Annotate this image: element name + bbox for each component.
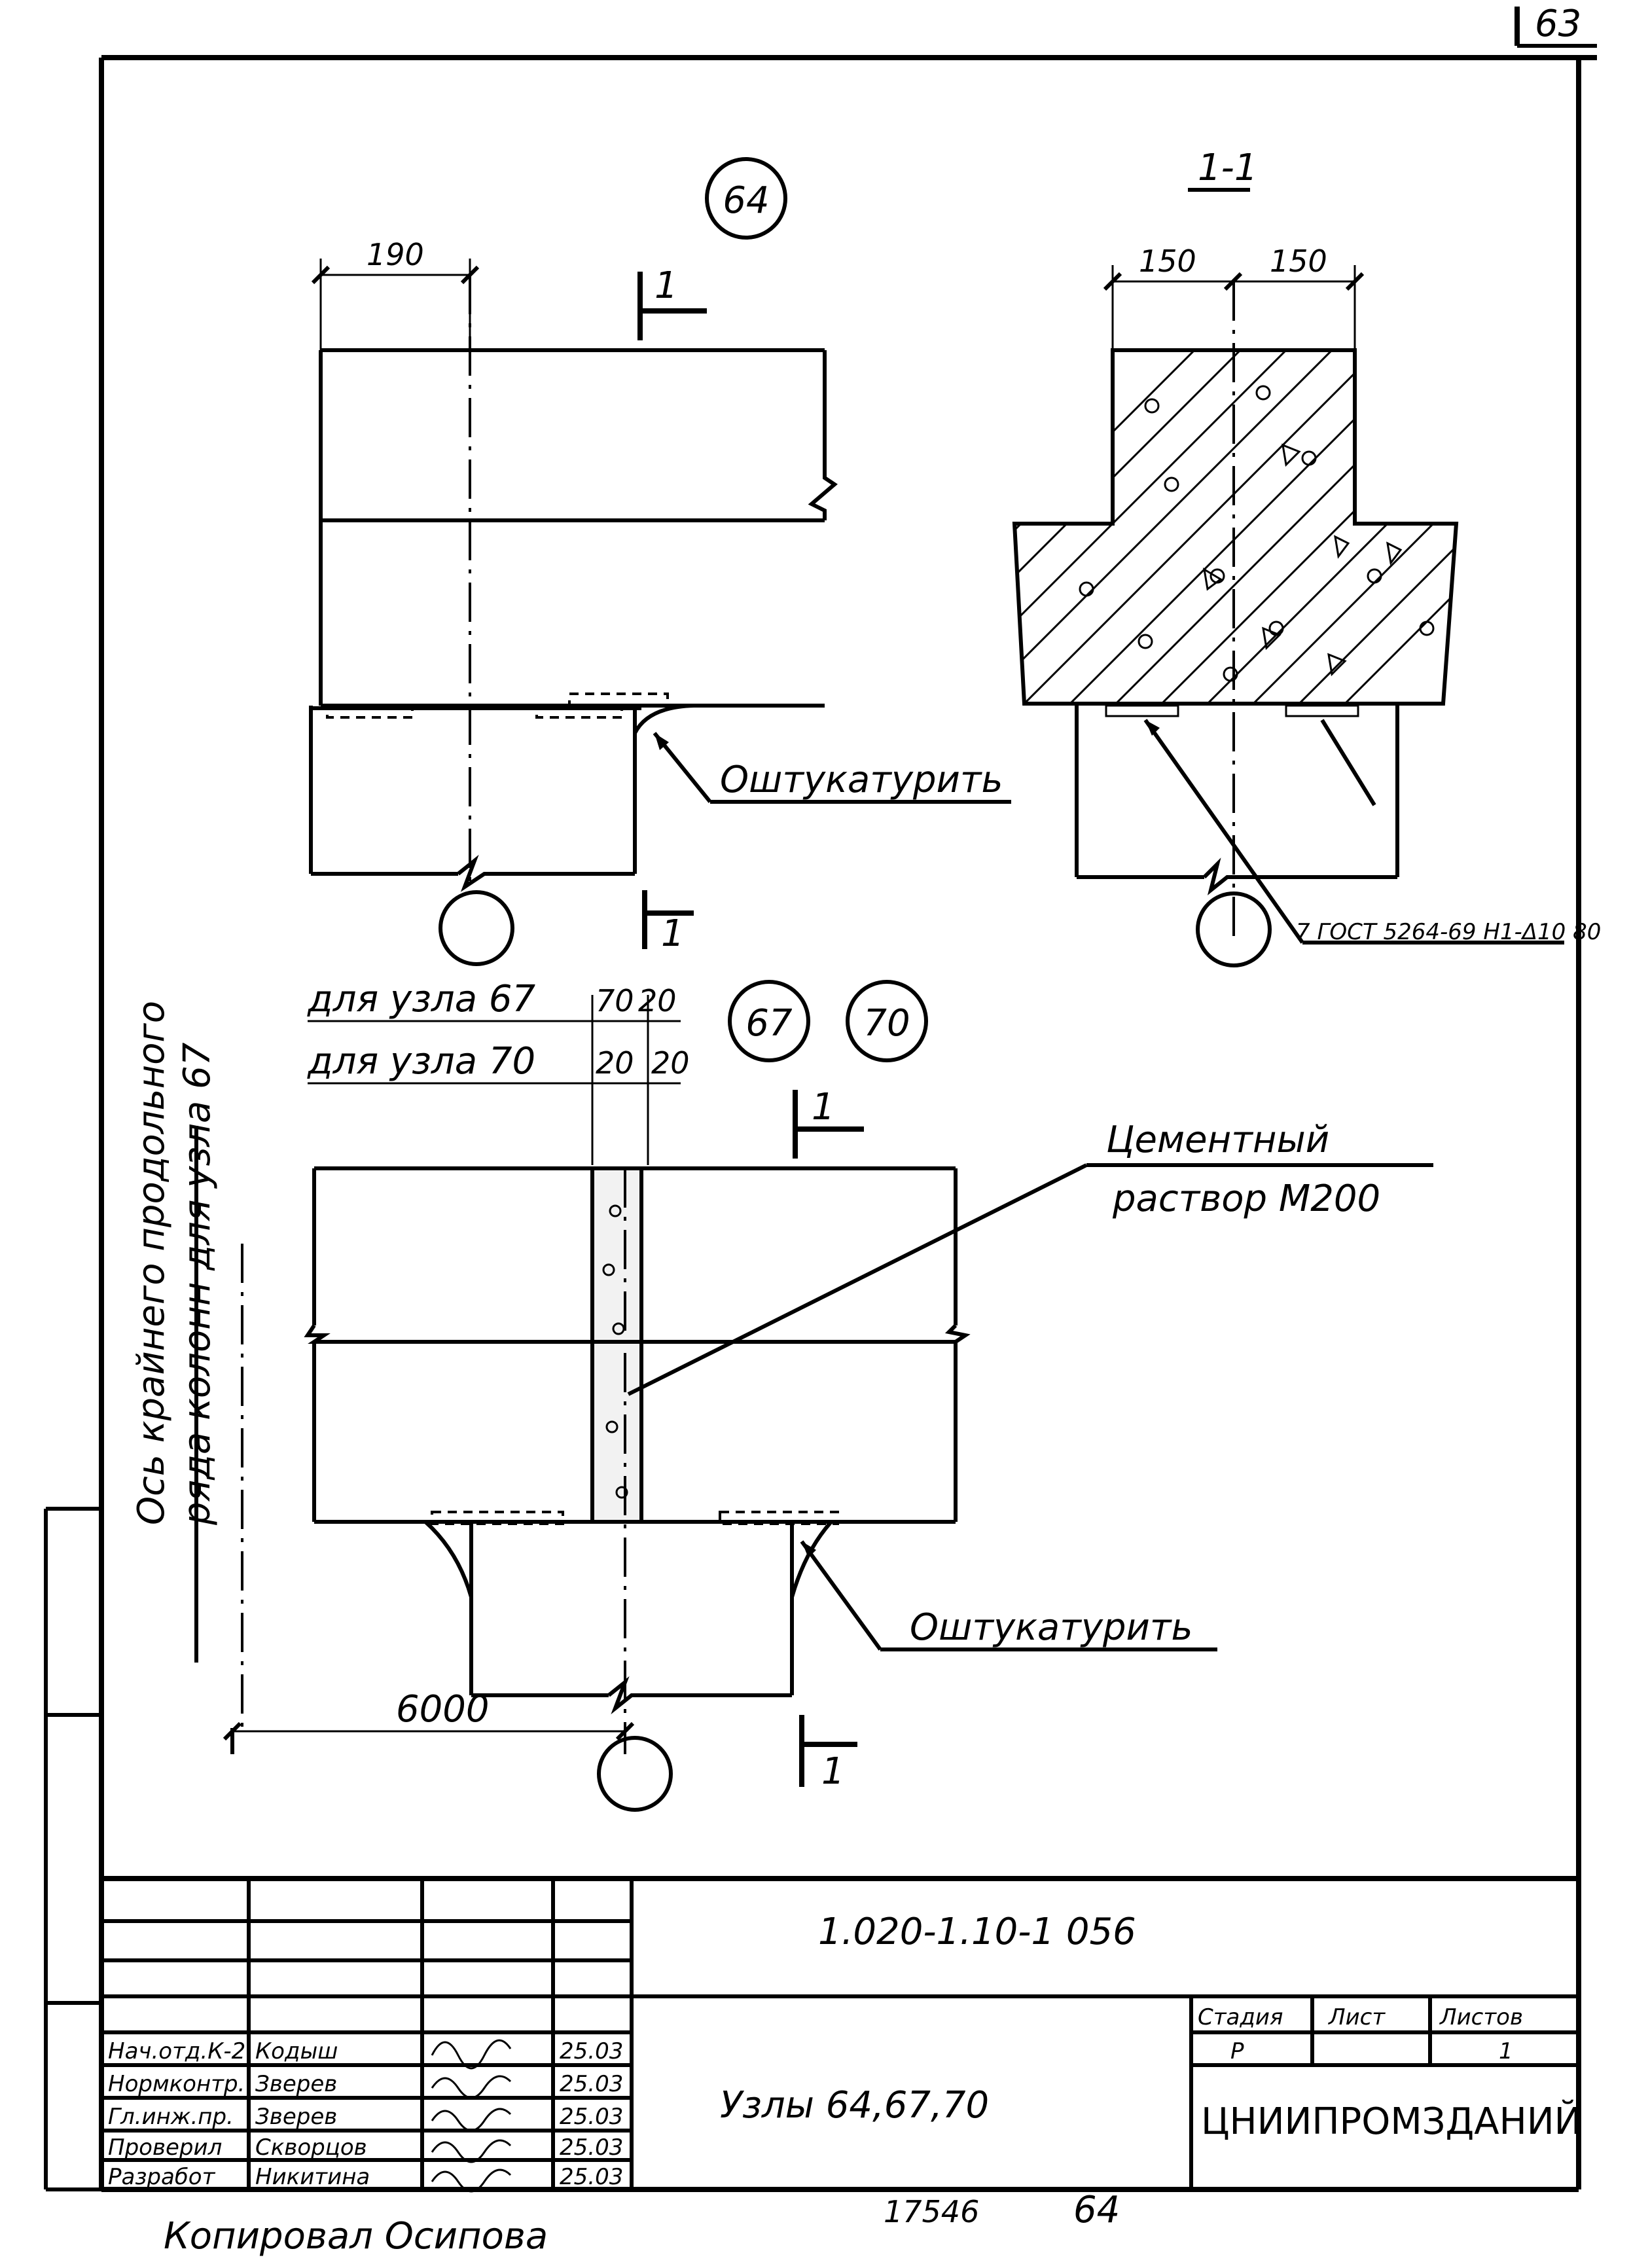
- node-marker-70: [846, 980, 928, 1062]
- dim-150-left: 150: [1139, 243, 1196, 279]
- dim-67-a: 70: [596, 983, 634, 1018]
- stage-value: Р: [1230, 2038, 1244, 2064]
- date-2: 25.03: [560, 2104, 623, 2130]
- axis-bubble-section: [1196, 891, 1272, 967]
- node-marker-67-label: 67: [745, 1002, 793, 1045]
- name-2: Зверев: [255, 2104, 337, 2130]
- weld-note: 7 ГОСТ 5264-69 Н1-Δ10 80: [1296, 919, 1601, 945]
- sheet-frame: 63: [44, 3, 1597, 2192]
- signature-0: [431, 2039, 512, 2070]
- axis-bubble-64: [439, 890, 514, 966]
- drawing-code: 1.020-1.10-1 056: [818, 1911, 1136, 1953]
- section-mark-bottom: 1: [661, 912, 685, 955]
- role-4: Разработ: [108, 2164, 216, 2190]
- node-marker-67: [728, 980, 810, 1062]
- date-0: 25.03: [560, 2038, 623, 2064]
- stage-header: Стадия: [1198, 2004, 1283, 2030]
- sheet-header: Лист: [1327, 2004, 1386, 2030]
- section-title: 1-1: [1198, 147, 1257, 189]
- dim-70-a: 20: [596, 1045, 634, 1081]
- signature-1: [431, 2075, 512, 2099]
- date-3: 25.03: [560, 2134, 623, 2161]
- name-0: Кодыш: [255, 2038, 338, 2064]
- callout-plaster-67: Оштукатурить: [910, 1606, 1193, 1649]
- label-for-node-67: для узла 67: [307, 978, 535, 1020]
- drawing-title: Узлы 64,67,70: [720, 2084, 989, 2127]
- title-block: 1.020-1.10-1 056 Узлы 64,67,70 Стадия Ли…: [101, 1876, 1582, 2193]
- dim-6000: 6000: [396, 1688, 490, 1731]
- signature-4: [431, 2169, 512, 2193]
- name-4: Никитина: [255, 2164, 370, 2190]
- mortar-label-line2: раствор М200: [1112, 1178, 1380, 1220]
- node-marker-64-label: 64: [723, 179, 769, 222]
- node-marker-70-label: 70: [863, 1002, 910, 1045]
- role-0: Нач.отд.К-2: [108, 2038, 245, 2064]
- axis-label-line1: Ось крайнего продольного: [130, 1001, 173, 1525]
- name-1: Зверев: [255, 2071, 337, 2097]
- label-for-node-70: для узла 70: [307, 1040, 535, 1083]
- page-number: 64: [1073, 2189, 1120, 2231]
- section-mark-bottom-67: 1: [821, 1750, 845, 1793]
- section-mark-top-67: 1: [812, 1086, 835, 1128]
- mortar-label-line1: Цементный: [1106, 1119, 1329, 1161]
- name-3: Скворцов: [255, 2134, 367, 2161]
- organization: ЦНИИПРОМЗДАНИЙ: [1201, 2100, 1582, 2143]
- inventory-number: 17546: [884, 2194, 979, 2229]
- dim-70-b: 20: [651, 1045, 690, 1081]
- signature-3: [431, 2139, 512, 2163]
- role-2: Гл.инж.пр.: [108, 2104, 234, 2130]
- node-67-70: 67 70 для узла 67 70 20 для узла 70 20 2…: [130, 978, 1433, 1812]
- section-mark-top: 1: [654, 264, 678, 307]
- dim-67-b: 20: [638, 983, 677, 1018]
- date-1: 25.03: [560, 2071, 623, 2097]
- callout-plaster-64: Оштукатурить: [720, 759, 1003, 801]
- copied-by: Копировал Осипова: [164, 2215, 548, 2258]
- role-3: Проверил: [108, 2134, 222, 2161]
- sheet-number: 63: [1535, 3, 1581, 45]
- node-64: 64 190 1 1: [309, 157, 1011, 966]
- date-4: 25.03: [560, 2164, 623, 2190]
- axis-label: Ось крайнего продольного ряда колонн для…: [130, 1001, 219, 1526]
- mortar-joint: [590, 1166, 643, 1524]
- dim-150-right: 150: [1270, 243, 1327, 279]
- concrete-hatch: [1014, 350, 1456, 704]
- signature-2: [431, 2108, 512, 2132]
- role-1: Нормконтр.: [108, 2071, 245, 2097]
- sheets-value: 1: [1499, 2038, 1513, 2064]
- section-1-1: 1-1 150 150: [1012, 147, 1601, 967]
- dim-190: 190: [367, 237, 424, 272]
- axis-bubble-67: [597, 1736, 673, 1812]
- node-marker-64: [705, 157, 787, 240]
- sheets-header: Листов: [1439, 2004, 1523, 2030]
